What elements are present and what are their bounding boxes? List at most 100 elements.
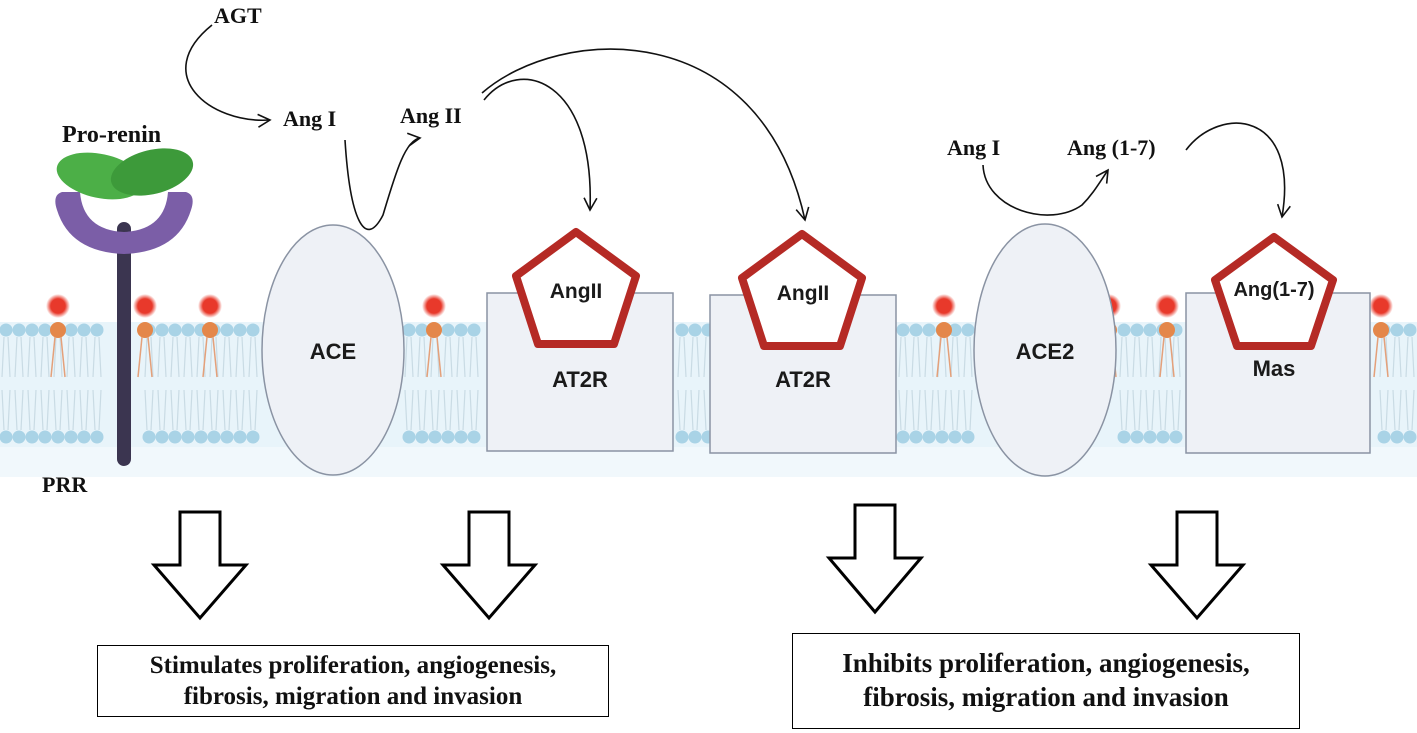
- lipid-head: [961, 323, 975, 337]
- lipid-tail: [690, 336, 700, 378]
- ace2-enzyme: ACE2: [973, 223, 1117, 477]
- lipid-head: [220, 430, 234, 444]
- lipid-tail: [1405, 336, 1415, 378]
- lipid-head: [0, 430, 13, 444]
- lipid-tail: [1379, 389, 1389, 431]
- lipid-head: [207, 430, 221, 444]
- lipid-head: [1377, 430, 1391, 444]
- lipid-tail: [1392, 389, 1402, 431]
- agt-to-ang-i-arrow: [185, 24, 272, 128]
- lipid-tail: [248, 336, 258, 378]
- lipid-head: [1403, 323, 1417, 337]
- lipid-tail: [963, 336, 973, 378]
- lipid-tail: [950, 336, 960, 378]
- ang-ii-label: Ang II: [400, 103, 462, 128]
- lipid-tail: [1, 389, 11, 431]
- lipid-tail: [1145, 389, 1155, 431]
- lipid-tail: [209, 336, 219, 378]
- lipid-tail: [937, 389, 947, 431]
- lipid-tail: [677, 389, 687, 431]
- lipid-tail: [27, 389, 37, 431]
- lipid-tail: [963, 389, 973, 431]
- lipid-head: [441, 323, 455, 337]
- lipid-head: [64, 430, 78, 444]
- lipid-tail: [426, 336, 442, 378]
- lipid-head: [948, 430, 962, 444]
- at2r-label-1: AT2R: [552, 367, 608, 392]
- lipid-tails-top: [1, 336, 1415, 378]
- lipid-tail: [1, 336, 11, 378]
- lipid-tail: [144, 336, 154, 378]
- lipid-head: [142, 430, 156, 444]
- lipid-tail: [1145, 336, 1155, 378]
- lipid-tail: [222, 389, 232, 431]
- mas-label: Mas: [1253, 356, 1296, 381]
- lipid-head: [961, 430, 975, 444]
- red-lipid-head: [1374, 299, 1388, 313]
- lipid-head: [688, 323, 702, 337]
- prr-label: PRR: [42, 472, 88, 497]
- lipid-tail: [92, 336, 102, 378]
- lipid-tail: [898, 389, 908, 431]
- ang-1-7-label: Ang (1-7): [1067, 135, 1156, 160]
- lipid-tail: [53, 389, 63, 431]
- ang-1-7-ligand-label: Ang(1-7): [1233, 279, 1314, 301]
- lipid-tail: [1132, 336, 1142, 378]
- lipid-head: [415, 323, 429, 337]
- lipid-head: [1390, 430, 1404, 444]
- lipid-tail: [469, 389, 479, 431]
- lipid-tail: [27, 336, 37, 378]
- lipid-tail: [202, 336, 218, 378]
- lipid-tail: [404, 336, 414, 378]
- lipid-head: [454, 323, 468, 337]
- lipid-head: [181, 430, 195, 444]
- lipid-head: [935, 430, 949, 444]
- outcome-arrows: [150, 503, 1247, 621]
- lipid-head: [155, 323, 169, 337]
- lipid-head: [415, 430, 429, 444]
- prr-stem: [117, 222, 131, 466]
- lipid-tail: [1171, 389, 1181, 431]
- lipid-tail: [924, 389, 934, 431]
- orange-lipid-head: [936, 322, 952, 338]
- red-lipid-head: [937, 299, 951, 313]
- pro-renin-right: [110, 148, 194, 196]
- ace-enzyme: ACE: [261, 224, 405, 476]
- lipid-tail: [469, 336, 479, 378]
- lipid-head: [675, 323, 689, 337]
- lipid-tail: [92, 389, 102, 431]
- lipid-tail: [1119, 389, 1129, 431]
- lipid-tail: [430, 389, 440, 431]
- lipid-tail: [40, 389, 50, 431]
- angii-ligand-1: [512, 228, 640, 348]
- lipid-tail: [40, 336, 50, 378]
- orange-lipid-head: [202, 322, 218, 338]
- ang-ii-to-at2r-1-arrow: [483, 78, 598, 212]
- lipid-head: [12, 323, 26, 337]
- lipid-tail: [209, 389, 219, 431]
- red-lipid-head: [427, 299, 441, 313]
- lipid-head: [90, 430, 104, 444]
- lipid-head: [948, 323, 962, 337]
- lipid-tail: [404, 389, 414, 431]
- angii-label-2: AngII: [777, 282, 830, 305]
- ang-i-to-ang-ii-arrow: [344, 132, 422, 231]
- orange-lipid-head: [50, 322, 66, 338]
- lipid-head: [1130, 323, 1144, 337]
- prr-cup: [55, 192, 193, 254]
- lipid-head: [896, 430, 910, 444]
- lipid-head: [1117, 430, 1131, 444]
- lipid-head: [402, 430, 416, 444]
- stimulates-outcome-box: Stimulates proliferation, angiogenesis, …: [97, 645, 609, 717]
- lipid-tail: [677, 336, 687, 378]
- agt-label: AGT: [214, 3, 262, 28]
- red-lipid-head: [1160, 299, 1174, 313]
- lipid-tail: [443, 389, 453, 431]
- ang-1-7-ligand: [1211, 233, 1337, 350]
- ang-ii-to-at2r-2-arrow: [481, 48, 810, 222]
- lipid-head: [64, 323, 78, 337]
- lipid-head: [1169, 430, 1183, 444]
- ang-i-label-left: Ang I: [283, 106, 336, 131]
- ang-i-to-ang-1-7-arrow: [982, 164, 1109, 216]
- lipid-head: [922, 323, 936, 337]
